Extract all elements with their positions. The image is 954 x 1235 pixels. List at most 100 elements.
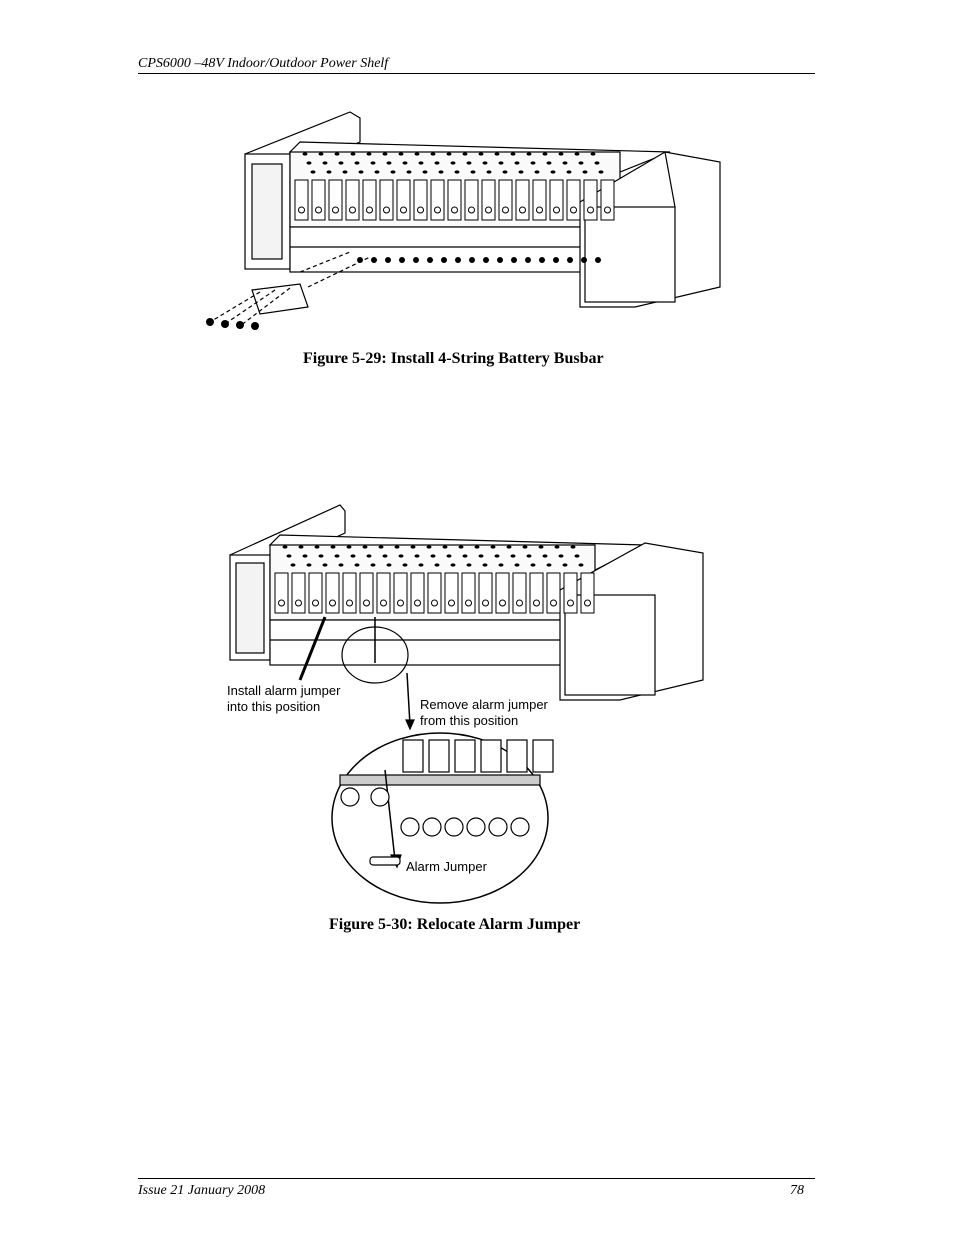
vent-hole bbox=[410, 545, 416, 549]
terminal bbox=[553, 257, 559, 263]
vent-hole bbox=[478, 152, 484, 156]
vent-hole bbox=[570, 545, 576, 549]
vent-hole bbox=[382, 554, 388, 558]
vent-hole bbox=[538, 545, 544, 549]
terminal bbox=[469, 257, 475, 263]
vent-hole bbox=[386, 563, 392, 567]
figure-5-29-illustration bbox=[206, 111, 721, 330]
vent-hole bbox=[366, 554, 372, 558]
vent-hole bbox=[578, 161, 584, 165]
vent-hole bbox=[446, 152, 452, 156]
vent-hole bbox=[562, 563, 568, 567]
terminal bbox=[357, 257, 363, 263]
vent-hole bbox=[354, 161, 360, 165]
rectifier-slot bbox=[274, 572, 289, 614]
vent-hole bbox=[462, 152, 468, 156]
vent-hole bbox=[494, 554, 500, 558]
vent-hole bbox=[438, 170, 444, 174]
terminal bbox=[399, 257, 405, 263]
vent-hole bbox=[462, 554, 468, 558]
detail-rectifier bbox=[402, 739, 424, 773]
vent-hole bbox=[418, 563, 424, 567]
vent-hole bbox=[434, 161, 440, 165]
vent-hole bbox=[386, 161, 392, 165]
vent-hole bbox=[346, 545, 352, 549]
detail-terminal bbox=[422, 817, 442, 837]
rectifier-slot bbox=[546, 572, 561, 614]
vent-hole bbox=[466, 161, 472, 165]
terminal bbox=[539, 257, 545, 263]
rectifier-slot bbox=[447, 179, 462, 221]
rectifier-slot bbox=[294, 179, 309, 221]
detail-terminal bbox=[444, 817, 464, 837]
detail-rectifier bbox=[428, 739, 450, 773]
vent-hole bbox=[362, 545, 368, 549]
vent-hole bbox=[534, 170, 540, 174]
rectifier-slot bbox=[512, 572, 527, 614]
vent-hole bbox=[486, 170, 492, 174]
vent-hole bbox=[330, 545, 336, 549]
vent-hole bbox=[498, 563, 504, 567]
vent-hole bbox=[282, 545, 288, 549]
vent-hole bbox=[370, 161, 376, 165]
vent-hole bbox=[466, 563, 472, 567]
vent-hole bbox=[394, 545, 400, 549]
rectifier-slot bbox=[444, 572, 459, 614]
vent-hole bbox=[402, 161, 408, 165]
vent-hole bbox=[354, 563, 360, 567]
rectifier-slot bbox=[359, 572, 374, 614]
vent-hole bbox=[578, 563, 584, 567]
rectifier-slot bbox=[529, 572, 544, 614]
rectifier-slot bbox=[600, 179, 615, 221]
vent-hole bbox=[542, 152, 548, 156]
rectifier-slot bbox=[515, 179, 530, 221]
vent-hole bbox=[398, 152, 404, 156]
vent-hole bbox=[546, 161, 552, 165]
detail-rectifier bbox=[532, 739, 554, 773]
vent-hole bbox=[390, 170, 396, 174]
terminal bbox=[455, 257, 461, 263]
rectifier-slot bbox=[342, 572, 357, 614]
vent-hole bbox=[334, 152, 340, 156]
vent-hole bbox=[366, 152, 372, 156]
rectifier-slot bbox=[345, 179, 360, 221]
rectifier-slot bbox=[549, 179, 564, 221]
vent-hole bbox=[350, 554, 356, 558]
rectifier-slot bbox=[325, 572, 340, 614]
vent-hole bbox=[350, 152, 356, 156]
detail-bolt bbox=[370, 787, 390, 807]
vent-hole bbox=[574, 554, 580, 558]
vent-hole bbox=[558, 554, 564, 558]
vent-hole bbox=[426, 545, 432, 549]
vent-hole bbox=[422, 170, 428, 174]
vent-hole bbox=[414, 554, 420, 558]
rectifier-slot bbox=[291, 572, 306, 614]
vent-hole bbox=[514, 161, 520, 165]
detail-rectifier bbox=[506, 739, 528, 773]
vent-hole bbox=[482, 563, 488, 567]
rectifier-slot bbox=[308, 572, 323, 614]
vent-hole bbox=[442, 545, 448, 549]
rectifier-slot bbox=[376, 572, 391, 614]
vent-hole bbox=[326, 170, 332, 174]
vent-hole bbox=[478, 554, 484, 558]
vent-hole bbox=[582, 170, 588, 174]
terminal bbox=[525, 257, 531, 263]
rectifier-slot bbox=[580, 572, 595, 614]
vent-hole bbox=[414, 152, 420, 156]
vent-hole bbox=[418, 161, 424, 165]
vent-hole bbox=[494, 152, 500, 156]
vent-hole bbox=[430, 152, 436, 156]
vent-hole bbox=[490, 545, 496, 549]
vent-hole bbox=[318, 152, 324, 156]
rectifier-slot bbox=[495, 572, 510, 614]
vent-hole bbox=[558, 152, 564, 156]
terminal bbox=[595, 257, 601, 263]
rectifier-slot bbox=[396, 179, 411, 221]
vent-hole bbox=[514, 563, 520, 567]
terminal bbox=[371, 257, 377, 263]
vent-hole bbox=[474, 545, 480, 549]
vent-hole bbox=[502, 170, 508, 174]
vent-hole bbox=[526, 554, 532, 558]
vent-hole bbox=[482, 161, 488, 165]
